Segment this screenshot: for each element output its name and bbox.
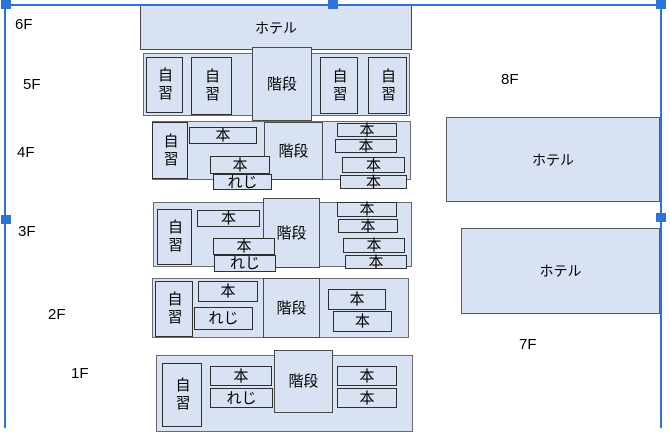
floor-label-8f[interactable]: 8F [501,71,519,88]
stairs-box[interactable]: 階段 [263,278,320,338]
book-label: 本 [359,367,375,385]
book-shelf-box[interactable]: 本 [335,137,397,155]
selection-handle-top-left[interactable] [1,0,11,9]
floor-label-3f[interactable]: 3F [18,223,36,240]
book-shelf-box[interactable]: 本 [210,366,272,386]
study-label: 自習 [173,377,191,413]
stairs-label: 階段 [278,142,309,160]
selection-handle-top-right[interactable] [656,0,666,9]
study-room-box[interactable]: 自習 [162,363,202,427]
floor-label-5f[interactable]: 5F [23,76,41,93]
book-shelf-box[interactable]: 本 [337,202,397,217]
book-shelf-box[interactable]: 本 [328,289,386,310]
hotel-label: ホテル [532,151,574,168]
stairs-label: 階段 [266,75,297,93]
book-shelf-box[interactable]: 本 [337,366,397,386]
book-label: 本 [220,283,236,300]
register-label: れじ [229,255,260,272]
stairs-box[interactable]: 階段 [274,350,333,413]
floor-label-7f[interactable]: 7F [519,336,537,353]
book-label: 本 [366,237,382,254]
study-label: 自習 [166,219,183,255]
book-shelf-box[interactable]: 本 [337,388,397,408]
book-label: 本 [368,253,384,271]
floor-label-6f[interactable]: 6F [15,16,33,33]
study-room-box[interactable]: 自習 [320,57,358,114]
book-label: 本 [349,291,365,308]
book-label: 本 [359,201,375,218]
book-label: 本 [359,389,375,407]
study-room-box[interactable]: 自習 [191,57,232,115]
book-shelf-box[interactable]: 本 [340,173,407,191]
study-label: 自習 [330,67,348,104]
study-room-box[interactable]: 自習 [146,57,183,113]
book-label: 本 [365,156,381,174]
study-room-box[interactable]: 自習 [368,57,407,114]
book-shelf-box[interactable]: 本 [342,157,405,173]
book-label: 本 [354,313,370,330]
study-label: 自習 [156,67,173,103]
study-room-box[interactable]: 自習 [155,281,193,337]
book-shelf-box[interactable]: 本 [345,253,407,271]
study-label: 自習 [165,291,183,327]
book-label: 本 [365,173,381,191]
study-label: 自習 [203,68,220,104]
book-label: 本 [233,367,249,385]
study-label: 自習 [379,67,396,104]
register-box[interactable]: れじ [214,255,276,272]
book-label: 本 [358,137,374,155]
book-shelf-box[interactable]: 本 [333,311,392,332]
register-box[interactable]: れじ [210,388,273,408]
book-shelf-box[interactable]: 本 [197,210,260,227]
book-label: 本 [215,127,231,144]
book-shelf-box[interactable]: 本 [210,156,270,174]
hotel-label: ホテル [255,19,297,36]
register-label: れじ [227,173,258,191]
book-label: 本 [359,121,375,139]
book-shelf-box[interactable]: 本 [189,127,257,144]
register-box[interactable]: れじ [194,307,253,330]
hotel-label: ホテル [539,263,582,279]
stairs-label: 階段 [276,299,307,317]
register-label: れじ [208,310,239,327]
book-shelf-box[interactable]: 本 [338,217,398,235]
floor-label-1f[interactable]: 1F [71,365,89,382]
floor-label-4f[interactable]: 4F [17,144,35,161]
study-room-box[interactable]: 自習 [157,209,192,265]
book-shelf-box[interactable]: 本 [343,238,405,253]
book-shelf-box[interactable]: 本 [337,121,397,139]
register-label: れじ [226,389,257,407]
register-box[interactable]: れじ [213,174,272,190]
floor-label-2f[interactable]: 2F [48,306,66,323]
book-shelf-box[interactable]: 本 [198,281,258,302]
book-label: 本 [360,217,376,235]
hotel-box-6f[interactable]: ホテル [140,5,412,50]
study-label: 自習 [161,132,179,169]
selection-handle-middle-right[interactable] [656,213,666,222]
stairs-label: 階段 [276,224,307,242]
hotel-box-8f[interactable]: ホテル [446,117,660,202]
book-label: 本 [236,238,252,255]
selection-handle-middle-left[interactable] [1,215,11,224]
book-label: 本 [232,156,248,174]
book-label: 本 [220,210,236,227]
stairs-box[interactable]: 階段 [252,47,312,121]
study-room-box[interactable]: 自習 [152,122,188,179]
book-shelf-box[interactable]: 本 [213,238,275,255]
stairs-box[interactable]: 階段 [264,122,323,180]
stairs-label: 階段 [288,373,319,390]
selection-handle-top-middle[interactable] [328,0,338,9]
hotel-box-7f[interactable]: ホテル [461,228,660,314]
